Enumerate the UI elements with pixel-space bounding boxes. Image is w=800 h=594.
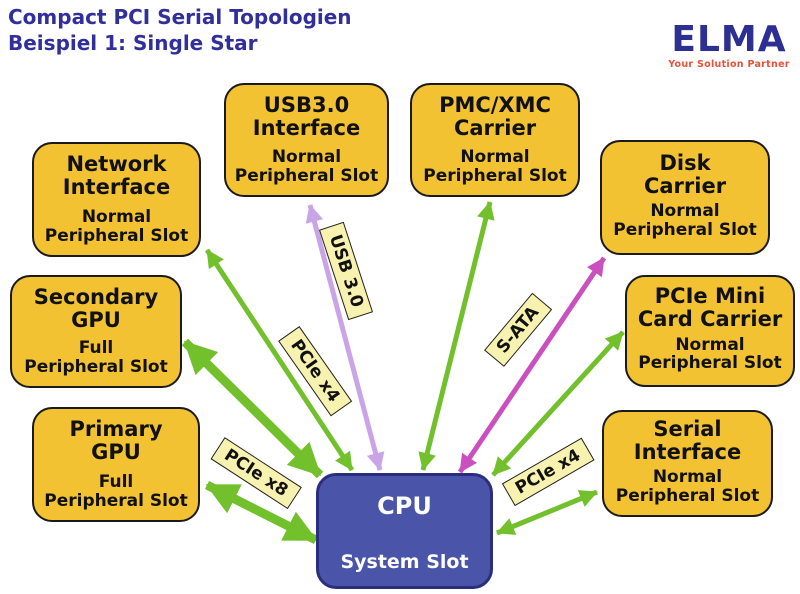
node-name: Disk Carrier (643, 150, 727, 198)
node-slot-type: Normal Peripheral Slot (615, 467, 760, 506)
node-pcie-mini-card-carrier: PCIe Mini Card Carrier Normal Peripheral… (625, 275, 795, 387)
node-slot-type: Full Peripheral Slot (24, 338, 168, 377)
arrow-pmc-cpu (418, 201, 495, 471)
node-name: Primary GPU (69, 417, 163, 464)
node-serial-interface: Serial Interface Normal Peripheral Slot (602, 410, 773, 517)
node-name: Secondary GPU (33, 285, 159, 332)
cpu-slot-type: System Slot (340, 551, 469, 573)
elma-logo: ELMA Your Solution Partner (668, 19, 790, 71)
node-name: PMC/XMC Carrier (439, 93, 551, 140)
cpu-name: CPU (377, 492, 432, 520)
node-pmc-xmc-carrier: PMC/XMC Carrier Normal Peripheral Slot (410, 83, 580, 197)
node-cpu-system-slot: CPU System Slot (316, 473, 493, 589)
node-slot-type: Normal Peripheral Slot (613, 201, 757, 240)
node-primary-gpu: Primary GPU Full Peripheral Slot (32, 407, 200, 522)
node-disk-carrier: Disk Carrier Normal Peripheral Slot (600, 140, 770, 255)
arrow-usb-cpu (305, 204, 385, 471)
node-slot-type: Normal Peripheral Slot (423, 147, 567, 186)
slide-title-line2: Beispiel 1: Single Star (8, 31, 258, 55)
node-slot-type: Normal Peripheral Slot (638, 334, 782, 374)
node-secondary-gpu: Secondary GPU Full Peripheral Slot (10, 275, 182, 388)
elma-logo-brand: ELMA (671, 19, 787, 60)
elma-logo-tagline: Your Solution Partner (668, 59, 790, 70)
node-name: Serial Interface (633, 416, 742, 464)
node-slot-type: Full Peripheral Slot (44, 472, 188, 511)
arrow-pcie-mini-cpu (491, 330, 625, 477)
node-name: USB3.0 Interface (252, 93, 361, 140)
node-usb3-interface: USB3.0 Interface Normal Peripheral Slot (224, 83, 389, 197)
arrow-primary-gpu-cpu (204, 480, 319, 545)
node-name: PCIe Mini Card Carrier (637, 284, 783, 332)
node-name: Network Interface (62, 152, 171, 199)
node-slot-type: Normal Peripheral Slot (44, 207, 189, 246)
node-slot-type: Normal Peripheral Slot (234, 147, 379, 186)
arrow-serial-cpu (496, 489, 598, 536)
node-network-interface: Network Interface Normal Peripheral Slot (32, 142, 201, 257)
slide-title-line1: Compact PCI Serial Topologien (8, 5, 352, 29)
